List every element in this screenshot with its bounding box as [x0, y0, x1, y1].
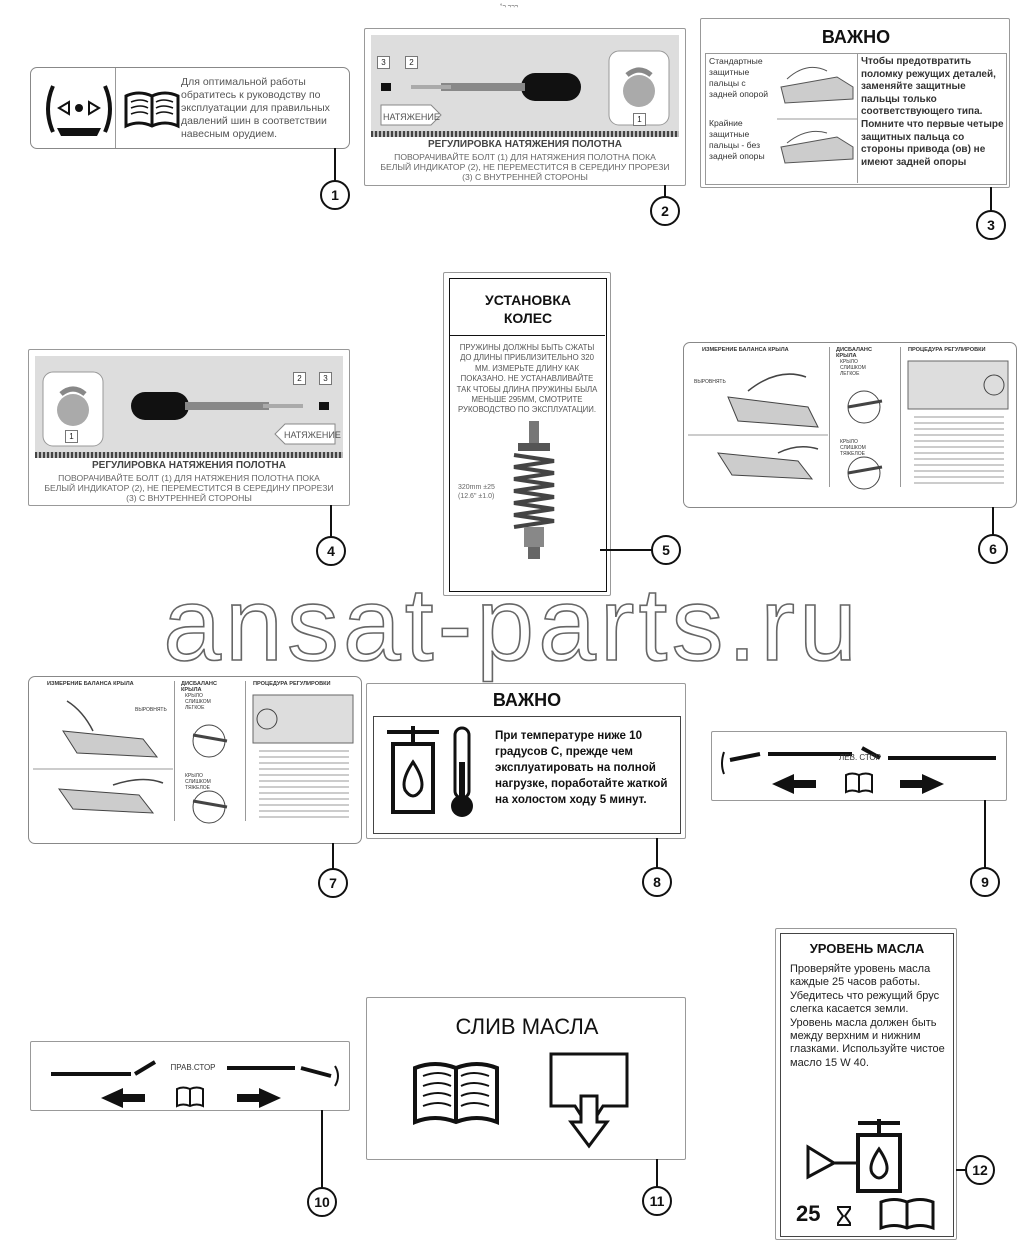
decal-wing-balance-left: ИЗМЕРЕНИЕ БАЛАНСА КРЫЛА ДИСБАЛАНС КРЫЛА …: [28, 676, 362, 844]
oil-drain-title: СЛИВ МАСЛА: [455, 1014, 599, 1039]
callout-2: 2: [650, 196, 680, 226]
wing6-imbalance-diagram: [847, 390, 883, 490]
decal-belt-tension-left: 2 3 1 НАТЯЖЕНИЕ РЕГУЛИРОВКА НАТЯЖЕНИЯ ПО…: [28, 349, 350, 506]
wing7-h1: ИЗМЕРЕНИЕ БАЛАНСА КРЫЛА: [47, 681, 134, 687]
spring-shock-diagram: [513, 421, 555, 559]
tension-left-num-2: 2: [293, 372, 306, 385]
decal-wing-balance-right: ИЗМЕРЕНИЕ БАЛАНСА КРЫЛА ДИСБАЛАНС КРЫЛА …: [683, 342, 1017, 508]
left-side-label: ЛЕВ. СТОР: [839, 753, 881, 762]
tension-left-num-1: 1: [65, 430, 78, 443]
tension-bolt-diagram-left: [42, 371, 336, 447]
tension-num-2: 2: [405, 56, 418, 69]
oil-thermometer-icon: [387, 726, 473, 817]
oil-level-title: УРОВЕНЬ МАСЛА: [809, 941, 925, 956]
left-side-diagram: [721, 746, 996, 794]
callout-3: 3: [976, 210, 1006, 240]
spring-dimension: 320mm ±25 (12.6" ±1.0): [458, 484, 495, 500]
callout-7: 7: [318, 868, 348, 898]
wheel-install-title: УСТАНОВКА КОЛЕС: [484, 292, 572, 326]
oil-drain-book-icon: [413, 1062, 499, 1125]
wing6-h1: ИЗМЕРЕНИЕ БАЛАНСА КРЫЛА: [702, 347, 789, 353]
guard-title: ВАЖНО: [821, 27, 891, 47]
wing7-h2: ДИСБАЛАНС КРЫЛА: [181, 681, 218, 693]
wing7-l1: ВЫРОВНЯТЬ: [135, 707, 167, 713]
wing7-h3: ПРОЦЕДУРА РЕГУЛИРОВКИ: [253, 681, 331, 687]
callout-8: 8: [642, 867, 672, 897]
manual-book-icon: [124, 91, 180, 129]
callout-4: 4: [316, 536, 346, 566]
tension-num-3: 3: [377, 56, 390, 69]
callout-10: 10: [307, 1187, 337, 1217]
tension-num-1: 1: [633, 113, 646, 126]
callout-12: 12: [965, 1155, 995, 1185]
guard-label-edge: Крайние защитные пальцы - без задней опо…: [709, 118, 765, 161]
oil-level-check-icon: [806, 1119, 902, 1193]
warmup-text: При температуре ниже 10 градусов С, преж…: [495, 729, 668, 806]
oil-drain-arrow-icon: [549, 1052, 629, 1149]
decal-tire-pressure: Для оптимальной работы обратитесь к руко…: [30, 67, 350, 149]
tension-arrow-label: НАТЯЖЕНИЕ: [383, 112, 440, 122]
wing6-adjust-diagram: [907, 360, 1009, 484]
callout-1: 1: [320, 180, 350, 210]
callout-11: 11: [642, 1186, 672, 1216]
tension-left-text: ПОВОРАЧИВАЙТЕ БОЛТ (1) ДЛЯ НАТЯЖЕНИЯ ПОЛ…: [44, 473, 334, 503]
wing7-measure-diagram: [33, 700, 173, 814]
guard-finger-diagram: [777, 66, 857, 164]
right-side-book-icon: [176, 1086, 204, 1108]
wing7-imbalance-diagram: [192, 724, 228, 824]
decal-oil-drain: СЛИВ МАСЛА: [366, 997, 686, 1160]
decal-guard-fingers: ВАЖНО Стандартные защитные пальцы с задн…: [700, 18, 1010, 188]
watermark: ansat-parts.ru: [162, 566, 861, 684]
wing6-measure-diagram: [688, 373, 828, 480]
svg-text:ansat-parts.ru: ansat-parts.ru: [163, 567, 861, 683]
tension-left-arrow-label: НАТЯЖЕНИЕ: [284, 430, 341, 440]
wheel-install-text: ПРУЖИНЫ ДОЛЖНЫ БЫТЬ СЖАТЫ ДО ДЛИНЫ ПРИБЛ…: [456, 343, 598, 415]
right-side-label: ПРАВ.СТОР: [170, 1063, 216, 1072]
callout-5: 5: [651, 535, 681, 565]
guard-text: Чтобы предотвратить поломку режущих дета…: [861, 56, 1004, 168]
tire-pressure-text: Для оптимальной работы обратитесь к руко…: [181, 76, 330, 140]
oil-level-book-icon: [879, 1198, 935, 1231]
tension-bolt-diagram: [380, 50, 670, 126]
wing6-l3: КРЫЛО СЛИШКОМ ТЯЖЕЛОЕ: [840, 439, 866, 457]
tension-left-title: РЕГУЛИРОВКА НАТЯЖЕНИЯ ПОЛОТНА: [92, 460, 286, 471]
decal-cold-warmup: ВАЖНО При температуре ниже 10 градусов С…: [366, 683, 686, 839]
header-mark: °¬ ¬¬¬: [500, 4, 519, 10]
tension-left-num-3: 3: [319, 372, 332, 385]
tire-pressure-icon: [46, 85, 112, 136]
oil-level-hours: 25: [796, 1201, 821, 1226]
decal-wheel-install: УСТАНОВКА КОЛЕС ПРУЖИНЫ ДОЛЖНЫ БЫТЬ СЖАТ…: [443, 272, 611, 596]
callout-6: 6: [978, 534, 1008, 564]
tension-title: РЕГУЛИРОВКА НАТЯЖЕНИЯ ПОЛОТНА: [428, 139, 622, 150]
wing6-h2: ДИСБАЛАНС КРЫЛА: [836, 347, 873, 359]
tension-text: ПОВОРАЧИВАЙТЕ БОЛТ (1) ДЛЯ НАТЯЖЕНИЯ ПОЛ…: [380, 152, 670, 182]
decal-right-side: ПРАВ.СТОР: [30, 1041, 350, 1111]
decal-belt-tension-right: 3 2 1 НАТЯЖЕНИЕ РЕГУЛИРОВКА НАТЯЖЕНИЯ ПО…: [364, 28, 686, 186]
wing7-adjust-diagram: [252, 694, 354, 818]
left-side-book-icon: [845, 772, 873, 794]
wing7-l2: КРЫЛО СЛИШКОМ ЛЕГКОЕ: [185, 693, 211, 711]
wing6-l2: КРЫЛО СЛИШКОМ ЛЕГКОЕ: [840, 359, 866, 377]
right-side-diagram: [51, 1060, 339, 1108]
oil-level-text: Проверяйте уровень масла каждые 25 часов…: [790, 963, 945, 1069]
decal-left-side: ЛЕВ. СТОР: [711, 731, 1007, 801]
warmup-title: ВАЖНО: [492, 690, 562, 710]
callout-9: 9: [970, 867, 1000, 897]
wing7-l3: КРЫЛО СЛИШКОМ ТЯЖЕЛОЕ: [185, 773, 211, 791]
hourglass-icon: [837, 1206, 851, 1226]
guard-label-standard: Стандартные защитные пальцы с задней опо…: [709, 56, 769, 99]
wing6-l1: ВЫРОВНЯТЬ: [694, 379, 726, 385]
decal-oil-level: УРОВЕНЬ МАСЛА Проверяйте уровень масла к…: [775, 928, 957, 1240]
wing6-h3: ПРОЦЕДУРА РЕГУЛИРОВКИ: [908, 347, 986, 353]
